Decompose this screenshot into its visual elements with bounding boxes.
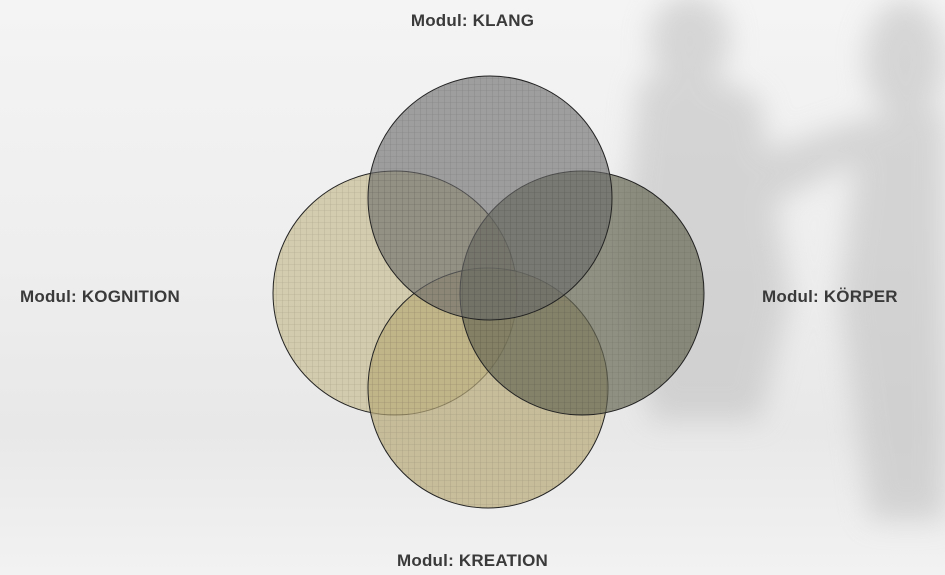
module-label-koerper: Modul: KÖRPER bbox=[762, 287, 898, 306]
module-label-kreation: Modul: KREATION bbox=[397, 551, 548, 570]
circle-klang bbox=[367, 75, 613, 321]
module-label-kognition: Modul: KOGNITION bbox=[20, 287, 180, 306]
module-label-klang: Modul: KLANG bbox=[410, 11, 535, 30]
